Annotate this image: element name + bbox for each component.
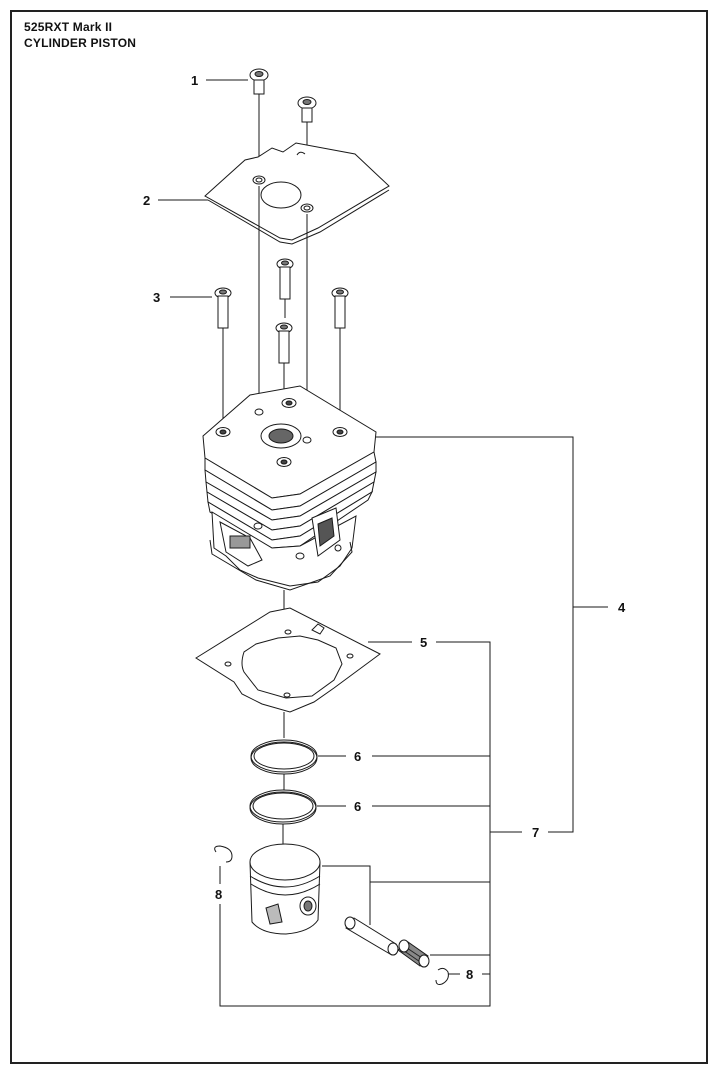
- needle-bearing: [397, 939, 430, 968]
- top-gasket-plate: [204, 142, 390, 245]
- callout-1: 1: [191, 73, 198, 88]
- piston: [249, 843, 321, 935]
- drawing-frame: [10, 10, 708, 1064]
- piston-pin: [344, 916, 399, 956]
- top-screw-right: [297, 96, 317, 123]
- cylinder: [202, 385, 377, 591]
- cylinder-bolt-b: [276, 258, 294, 300]
- callout-6-upper: 6: [354, 749, 361, 764]
- callout-6-lower: 6: [354, 799, 361, 814]
- piston-ring-upper: [250, 739, 318, 775]
- section-title: CYLINDER PISTON: [24, 36, 137, 50]
- callout-4: 4: [618, 600, 626, 615]
- cylinder-bolt-d: [275, 322, 293, 364]
- base-gasket: [195, 607, 381, 713]
- top-screw-left: [249, 68, 269, 95]
- piston-ring-lower: [249, 789, 317, 825]
- cylinder-bolt-a: [214, 287, 232, 329]
- callout-5: 5: [420, 635, 427, 650]
- callout-7: 7: [532, 825, 539, 840]
- model-title: 525RXT Mark II: [24, 20, 113, 34]
- callout-8-right: 8: [466, 967, 473, 982]
- circlip-left: [214, 845, 233, 863]
- callout-3: 3: [153, 290, 160, 305]
- callout-8-left: 8: [215, 887, 222, 902]
- circlip-right: [435, 967, 449, 985]
- callout-2: 2: [143, 193, 150, 208]
- cylinder-bolt-c: [331, 287, 349, 329]
